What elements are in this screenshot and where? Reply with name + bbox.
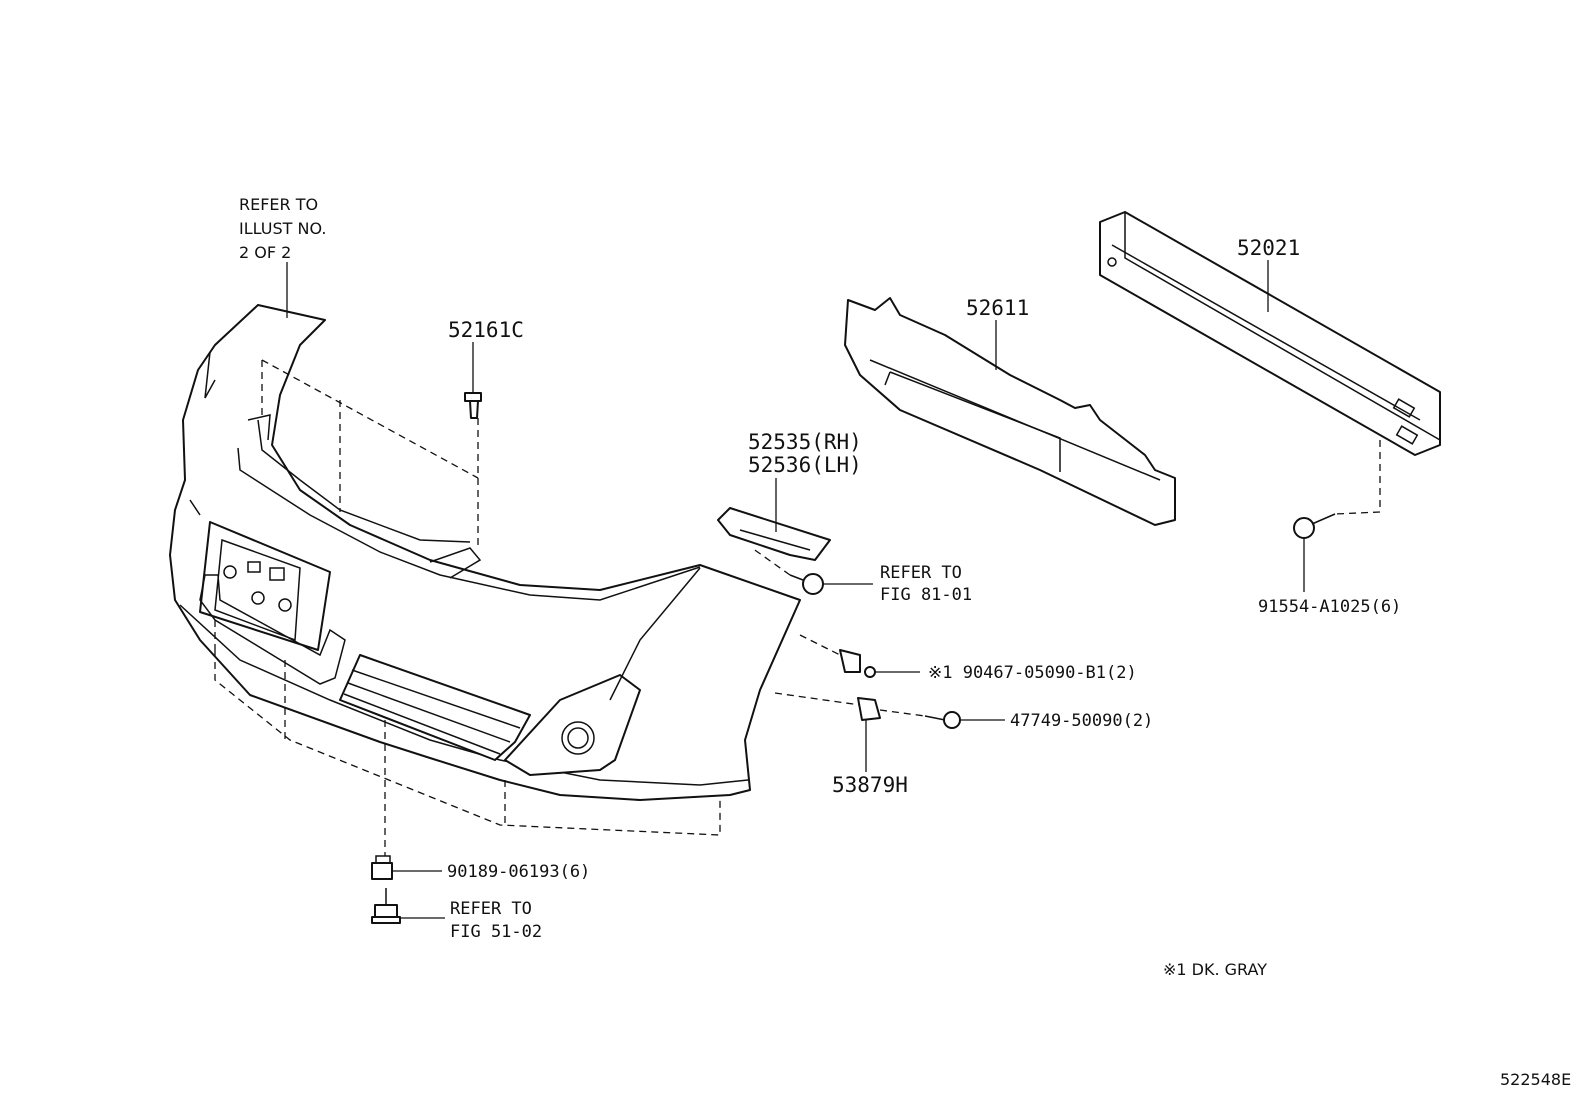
bolt-fig-51 xyxy=(371,888,401,924)
bumper-bracket xyxy=(717,507,831,561)
refer-fig-51-line2: FIG 51-02 xyxy=(450,922,542,942)
part-90189-label: 90189-06193(6) xyxy=(447,862,590,882)
refer-illust-line1: REFER TO xyxy=(239,195,318,214)
screw-47749 xyxy=(924,711,961,729)
part-53879h-label: 53879H xyxy=(832,773,908,797)
part-90467-label: ※1 90467-05090-B1(2) xyxy=(928,663,1137,683)
upper-bracket xyxy=(429,547,482,579)
part-47749-label: 47749-50090(2) xyxy=(1010,711,1153,731)
energy-absorber xyxy=(844,297,1176,526)
part-91554-label: 91554-A1025(6) xyxy=(1258,597,1401,617)
diagram-id: 522548E xyxy=(1500,1070,1571,1089)
leader-lines xyxy=(286,260,1305,919)
refer-fig-51-line1: REFER TO xyxy=(450,899,532,919)
color-note: ※1 DK. GRAY xyxy=(1163,960,1267,979)
refer-fig-81-line1: REFER TO xyxy=(880,563,962,583)
refer-illust-line2: ILLUST NO. xyxy=(239,219,326,238)
bolt-91554 xyxy=(1293,513,1336,539)
assembly-lines xyxy=(214,359,1381,856)
retainer-53879h xyxy=(857,697,881,721)
part-52611-label: 52611 xyxy=(966,296,1029,320)
part-52535-label: 52535(RH) xyxy=(748,430,862,454)
part-52021-label: 52021 xyxy=(1237,236,1300,260)
clip-90467 xyxy=(839,649,876,678)
clip-52161c xyxy=(464,392,482,419)
nut-90189 xyxy=(371,855,393,880)
bolt-fig-81 xyxy=(789,573,824,595)
refer-fig-81-line2: FIG 81-01 xyxy=(880,585,972,605)
bumper-cover xyxy=(169,304,801,801)
part-52161c-label: 52161C xyxy=(448,318,524,342)
part-52536-label: 52536(LH) xyxy=(748,453,862,477)
bumper-reinforcement xyxy=(1099,211,1441,456)
refer-illust-line3: 2 OF 2 xyxy=(239,243,291,262)
